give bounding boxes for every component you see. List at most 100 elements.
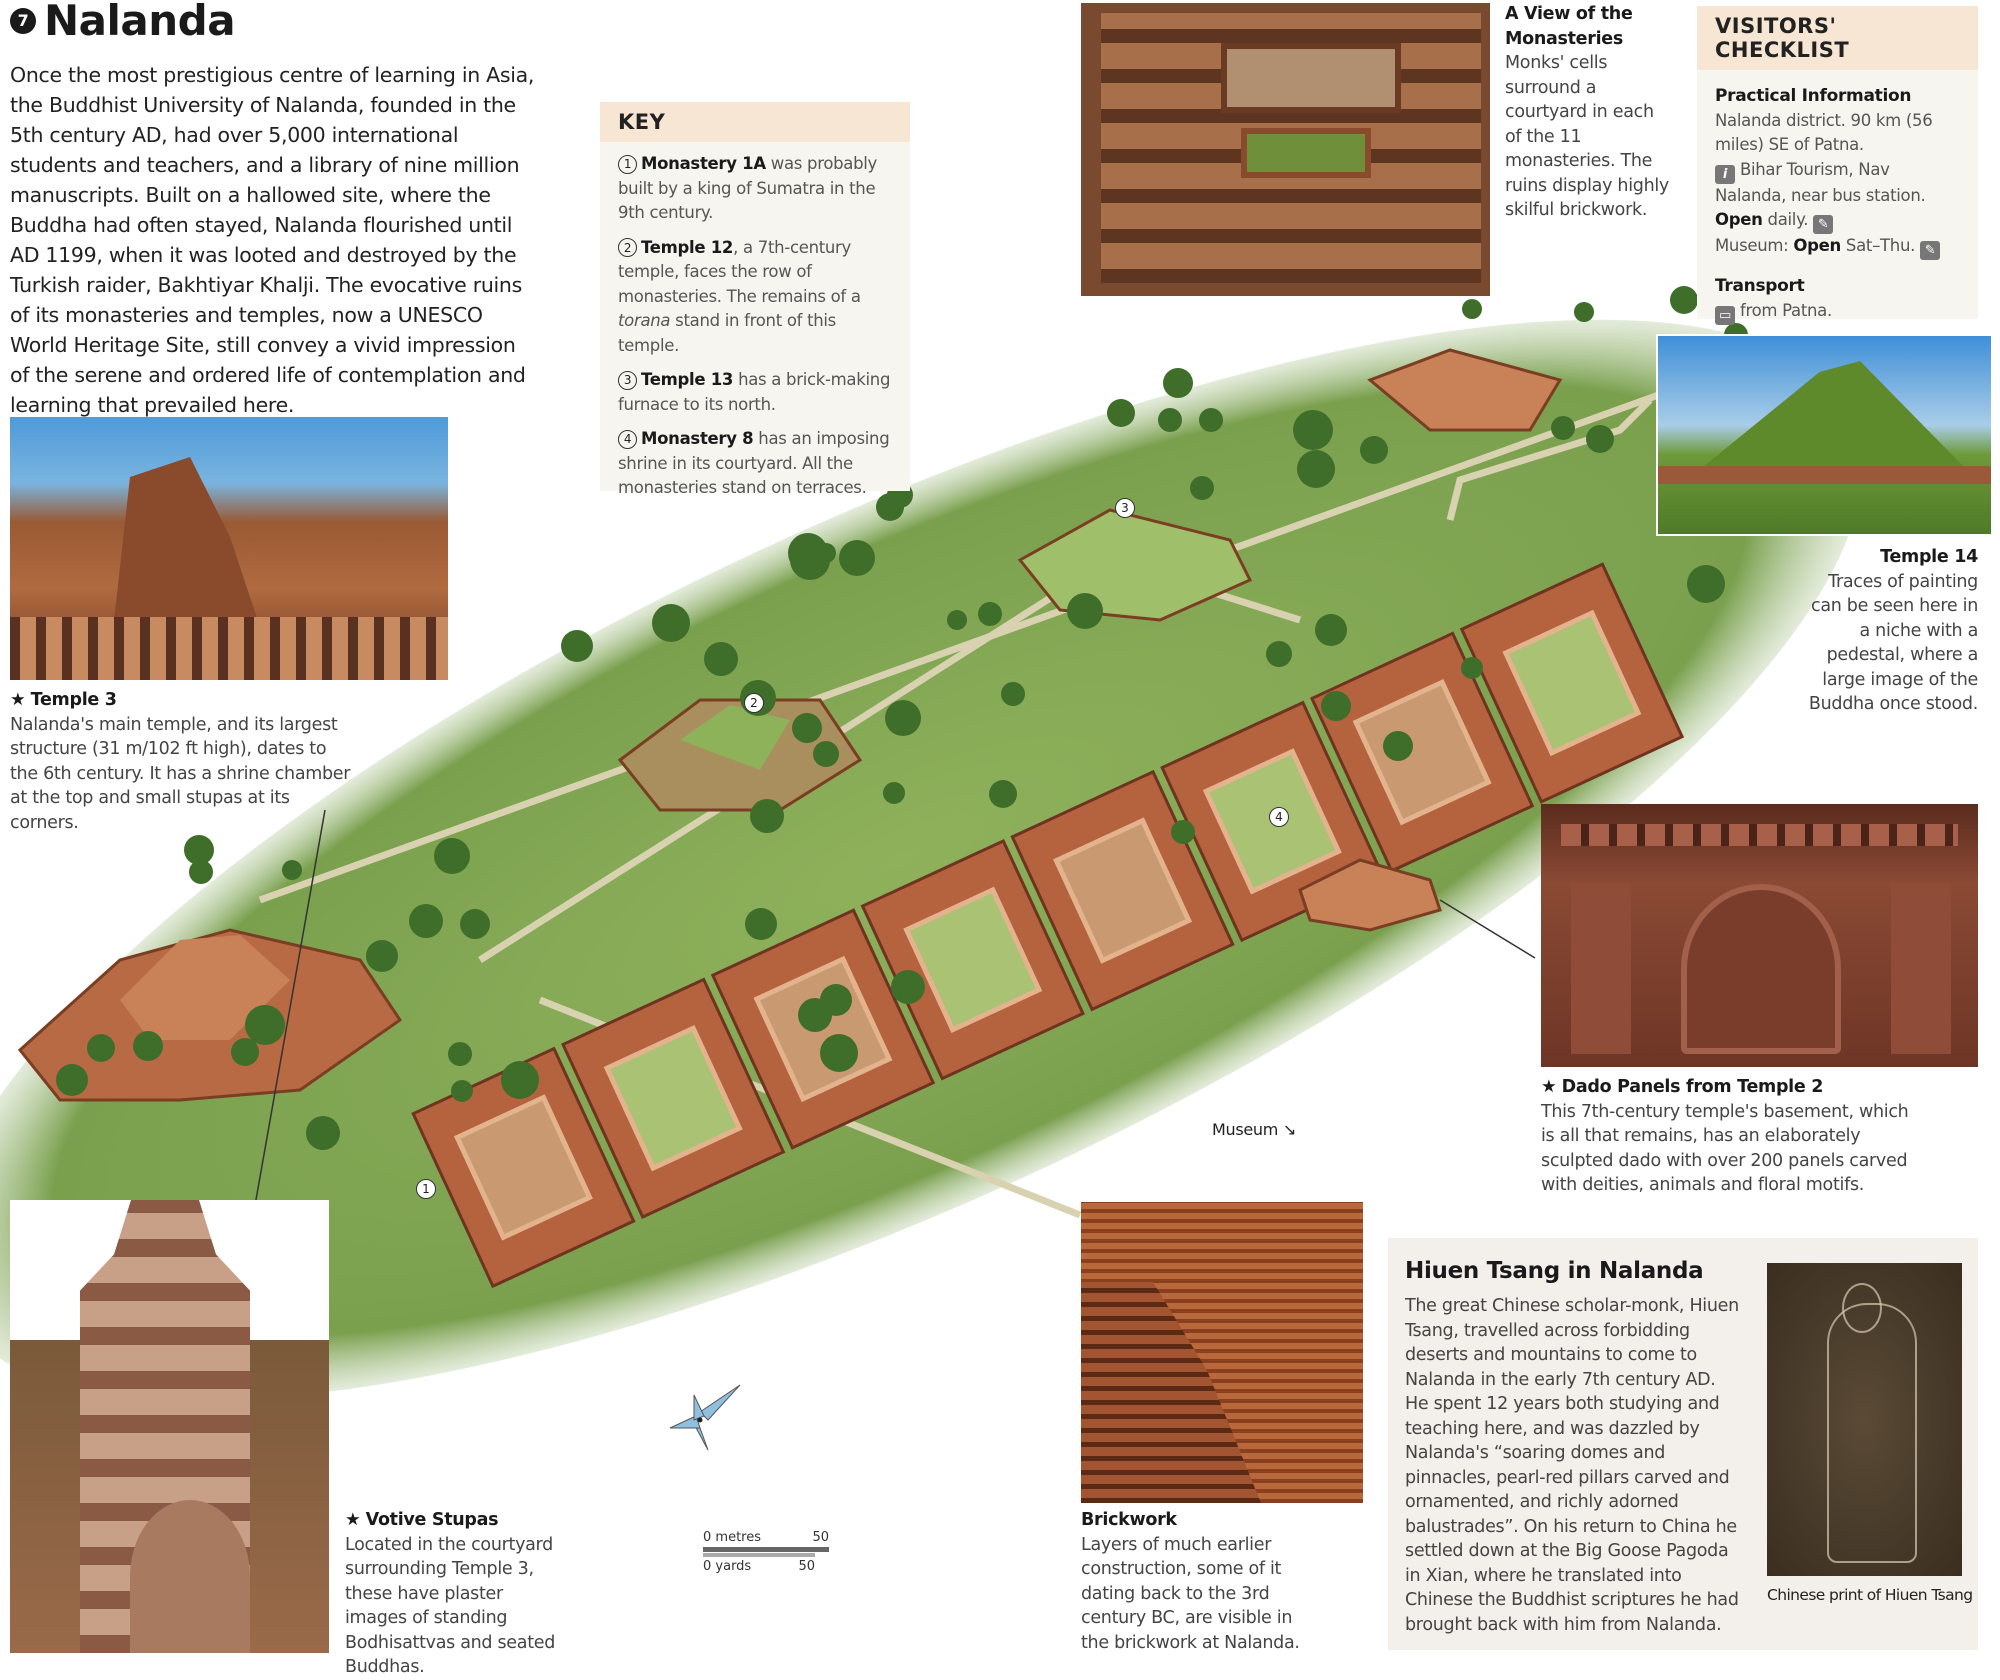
checklist-heading: VISITORS' CHECKLIST xyxy=(1697,6,1978,70)
arrow-icon: ↘ xyxy=(1282,1120,1296,1139)
tree-icon xyxy=(189,860,213,884)
key-item-name: Monastery 8 xyxy=(641,429,754,448)
hiuen-tsang-text: The great Chinese scholar-monk, Hiuen Ts… xyxy=(1405,1296,1739,1635)
tourism-info: i Bihar Tourism, Nav Nalanda, near bus s… xyxy=(1715,158,1960,209)
print-caption: Chinese print of Hiuen Tsang xyxy=(1767,1586,1973,1604)
compass-rose-icon xyxy=(669,1384,741,1451)
tree-icon xyxy=(1171,820,1195,844)
key-item-text: has an imposing shrine in its courtyard.… xyxy=(618,429,890,497)
dado-text: This 7th-century temple's basement, whic… xyxy=(1541,1101,1909,1196)
scale-metres-max: 50 xyxy=(812,1530,829,1545)
map-marker-2[interactable]: 2 xyxy=(744,693,764,713)
museum-label: Museum: xyxy=(1715,236,1789,255)
votive-text: Located in the courtyard surrounding Tem… xyxy=(345,1534,556,1678)
temple-14-photo xyxy=(1656,334,1993,536)
tree-icon xyxy=(820,1034,858,1072)
tree-icon xyxy=(1293,410,1333,450)
tree-icon xyxy=(1687,565,1725,603)
tree-icon xyxy=(1199,408,1223,432)
bus-icon: ▭ xyxy=(1715,305,1735,325)
tree-icon xyxy=(282,860,302,880)
transport-info: ▭ from Patna. xyxy=(1715,299,1960,325)
tree-icon xyxy=(1360,436,1388,464)
tree-icon xyxy=(652,604,690,642)
temple-3-ruin xyxy=(17,928,403,1102)
museum-hours: Museum: Open Sat–Thu. ✎ xyxy=(1715,234,1960,260)
tree-icon xyxy=(231,1038,259,1066)
open-text: daily. xyxy=(1767,210,1809,229)
museum-label: Museum ↘ xyxy=(1212,1118,1296,1143)
tree-icon xyxy=(1574,302,1594,322)
key-item-name: Temple 12 xyxy=(641,237,734,257)
tree-icon xyxy=(306,1116,340,1150)
star-icon: ★ xyxy=(1541,1077,1557,1097)
number-3-icon: 3 xyxy=(618,370,637,390)
temple-3-text: Nalanda's main temple, and its largest s… xyxy=(10,714,351,833)
scale-yards-label: 0 yards xyxy=(703,1559,752,1574)
map-marker-3[interactable]: 3 xyxy=(1115,498,1135,518)
temple-14-title: Temple 14 xyxy=(1880,547,1978,567)
hiuen-tsang-title: Hiuen Tsang in Nalanda xyxy=(1405,1258,1704,1284)
tree-icon xyxy=(885,700,921,736)
tree-icon xyxy=(792,713,822,743)
tree-icon xyxy=(409,904,443,938)
votive-caption: ★ Votive Stupas Located in the courtyard… xyxy=(345,1508,565,1680)
tree-icon xyxy=(745,908,777,940)
entry-fee-icon: ✎ xyxy=(1813,215,1834,234)
brickwork-text: Layers of much earlier construction, som… xyxy=(1081,1534,1300,1653)
practical-info-heading: Practical Information xyxy=(1715,86,1912,106)
temple-2-ruin xyxy=(1298,858,1442,932)
temple-3-title: Temple 3 xyxy=(30,690,117,710)
number-4-icon: 4 xyxy=(618,429,637,449)
tree-icon xyxy=(1321,691,1351,721)
star-icon: ★ xyxy=(345,1510,361,1530)
map-marker-1[interactable]: 1 xyxy=(416,1179,436,1199)
tree-icon xyxy=(1067,593,1103,629)
tree-icon xyxy=(184,835,214,865)
tree-icon xyxy=(1315,614,1347,646)
key-heading: KEY xyxy=(600,102,910,142)
map-ground xyxy=(0,319,1863,1401)
key-item-text: has a brick-making furnace to its north. xyxy=(618,370,891,414)
key-item-text: stand in front of this temple. xyxy=(618,311,836,355)
opening-hours: Open daily. ✎ xyxy=(1715,208,1960,234)
hiuen-tsang-print xyxy=(1767,1263,1962,1576)
monastery-ruin xyxy=(411,1046,636,1289)
temple-3-caption: ★ Temple 3 Nalanda's main temple, and it… xyxy=(10,688,355,835)
star-icon: ★ xyxy=(10,690,26,710)
intro-paragraph: Once the most prestigious centre of lear… xyxy=(10,63,535,417)
location-text: Nalanda district. 90 km (56 miles) SE of… xyxy=(1715,110,1933,155)
monasteries-photo xyxy=(1081,3,1490,296)
tree-icon xyxy=(561,630,593,662)
tree-icon xyxy=(891,970,925,1004)
tree-icon xyxy=(1462,299,1482,319)
key-item-text: , a 7th-century temple, faces the row of… xyxy=(618,237,861,306)
museum-label-text: Museum xyxy=(1212,1120,1279,1139)
tree-icon xyxy=(434,838,470,874)
tree-icon xyxy=(788,533,828,573)
museum-days: Sat–Thu. xyxy=(1845,236,1916,255)
transport-heading: Transport xyxy=(1715,276,1805,296)
map-marker-4[interactable]: 4 xyxy=(1269,807,1289,827)
votive-title: Votive Stupas xyxy=(365,1510,499,1530)
tree-icon xyxy=(1266,641,1292,667)
tree-icon xyxy=(947,610,967,630)
scale-yards-max: 50 xyxy=(798,1559,815,1574)
tree-icon xyxy=(451,1080,473,1102)
temple-13-ruin xyxy=(1017,508,1253,622)
open-label: Open xyxy=(1715,210,1763,229)
temple-14-text: Traces of painting can be seen here in a… xyxy=(1808,571,1978,715)
tree-icon xyxy=(1461,657,1483,679)
tree-icon xyxy=(1586,425,1614,453)
tree-icon xyxy=(460,909,490,939)
tree-icon xyxy=(876,493,904,521)
page-title: 7 Nalanda xyxy=(10,0,236,45)
tree-icon xyxy=(245,1005,285,1045)
tree-icon xyxy=(704,642,738,676)
dado-title: Dado Panels from Temple 2 xyxy=(1561,1077,1824,1097)
